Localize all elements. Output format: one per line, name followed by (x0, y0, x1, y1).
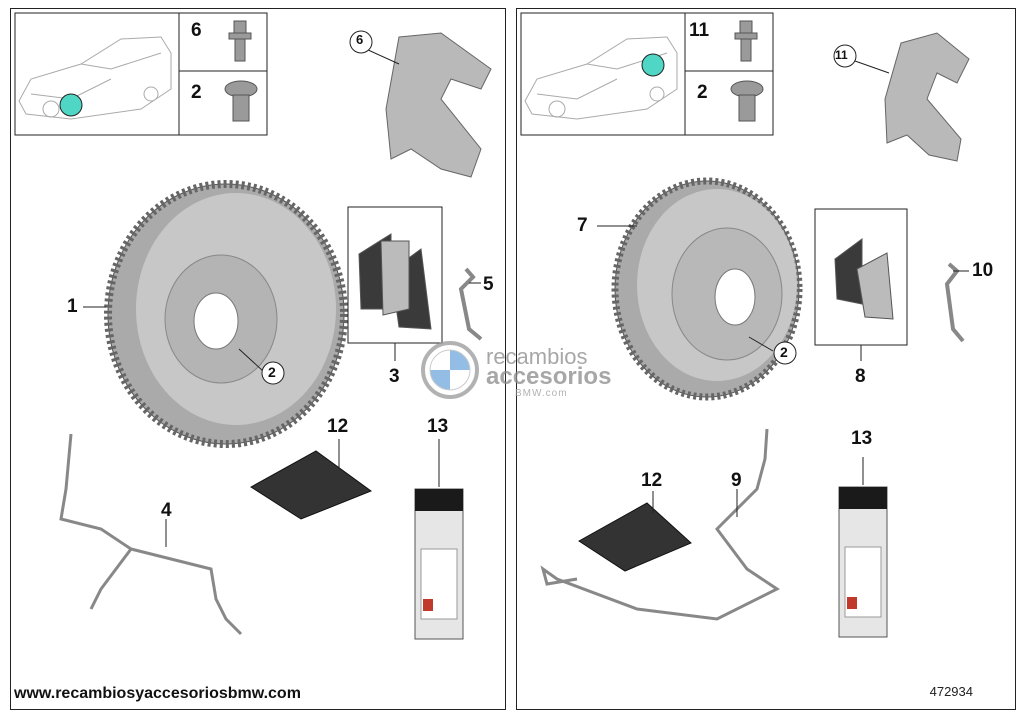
plug-screw-icon (730, 80, 764, 122)
brake-disc (104, 180, 348, 448)
wear-sensor (59, 433, 243, 636)
callout-10: 10 (972, 260, 994, 281)
grease-pack (578, 502, 692, 572)
callout-1: 1 (67, 296, 78, 317)
right-diagram-panel: 11 2 11 7 2 8 10 9 12 13 472934 (516, 8, 1016, 710)
bolt-icon (734, 20, 758, 62)
site-url[interactable]: www.recambiosyaccesoriosbmw.com (14, 685, 301, 702)
callout-3: 3 (389, 366, 400, 387)
watermark-line1: recambios (486, 344, 588, 369)
callout-13: 13 (851, 428, 873, 449)
diagram-code: 472934 (929, 684, 973, 699)
inset-num-bottom: 2 (191, 82, 202, 103)
callout-7: 7 (577, 215, 588, 236)
grease-pack (250, 450, 373, 520)
callout-8: 8 (855, 366, 866, 387)
callout-5: 5 (483, 274, 494, 295)
caliper-bracket (385, 32, 492, 178)
position-marker (641, 53, 665, 77)
inset-num-top: 11 (689, 20, 710, 41)
callout-2: 2 (780, 344, 788, 360)
anti-rattle-clip (458, 267, 483, 341)
anti-rattle-clip (944, 262, 965, 343)
callout-13: 13 (427, 416, 449, 437)
caliper-bracket (884, 32, 970, 162)
callout-11: 11 (835, 48, 848, 62)
spray-can (838, 486, 888, 638)
right-diagram-drawing (520, 12, 970, 638)
position-marker (59, 93, 83, 117)
wear-sensor (540, 428, 780, 621)
callout-circle-2 (773, 341, 797, 365)
callout-circle-6 (349, 30, 373, 54)
left-diagram-drawing (14, 12, 492, 640)
spray-can (414, 488, 464, 640)
bolt-icon (228, 20, 252, 62)
watermark-line3: BMW.com (515, 388, 568, 399)
bmw-roundel-icon (421, 341, 479, 399)
callout-9: 9 (731, 470, 742, 491)
inset-num-top: 6 (191, 20, 202, 41)
callout-2: 2 (268, 364, 276, 380)
plug-screw-icon (224, 80, 258, 122)
brake-pads (358, 233, 432, 330)
callout-circle-11 (833, 44, 857, 68)
brake-pads (834, 238, 894, 320)
callout-12: 12 (327, 416, 349, 437)
callout-6: 6 (356, 32, 364, 47)
watermark-line2: accesorios (486, 363, 612, 390)
watermark-logo: recambios accesorios BMW.com (420, 340, 630, 410)
callout-circle-2 (261, 361, 285, 385)
callout-4: 4 (161, 500, 172, 521)
brake-disc (611, 177, 803, 401)
inset-num-bottom: 2 (697, 82, 708, 103)
callout-12: 12 (641, 470, 663, 491)
